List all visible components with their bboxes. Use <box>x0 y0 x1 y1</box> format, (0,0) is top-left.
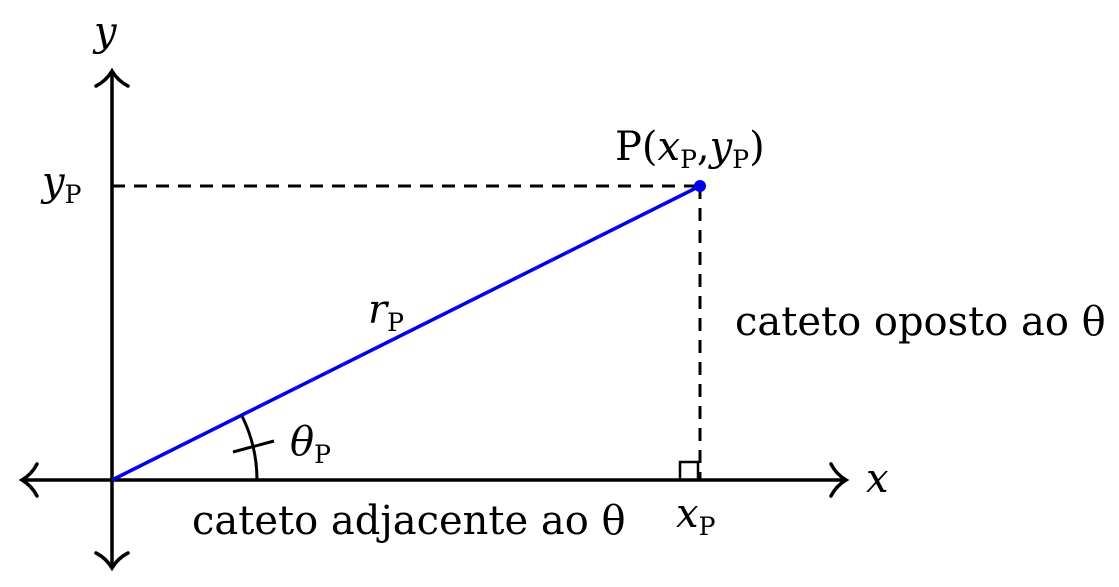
angle-label: θP <box>290 419 331 469</box>
x-axis-arrow-left <box>18 462 39 498</box>
x-axis-label: x <box>866 456 889 502</box>
point-p-marker <box>694 180 706 192</box>
angle-sub: P <box>314 440 331 469</box>
angle-tick-mark <box>232 439 275 454</box>
point-p-label: P(xP,yP) <box>615 124 765 174</box>
paren-open: ( <box>642 124 658 170</box>
hypotenuse-sub: P <box>387 308 404 337</box>
point-coord-y-sub: P <box>732 145 749 174</box>
x-tick-label: xP <box>676 491 715 541</box>
x-tick-sub: P <box>699 512 716 541</box>
x-axis-arrow-right <box>829 462 850 498</box>
hypotenuse-line <box>111 184 701 482</box>
x-tick-main: x <box>676 491 699 537</box>
y-tick-label: yP <box>40 159 81 209</box>
paren-close: ) <box>749 124 765 170</box>
opposite-leg-label: cateto oposto ao θ <box>735 299 1106 345</box>
point-coord-x-sub: P <box>680 145 697 174</box>
point-coord-x: x <box>658 124 681 170</box>
y-tick-main: y <box>40 159 66 205</box>
y-axis-arrow-bottom <box>94 551 130 572</box>
point-coord-y: y <box>708 124 734 170</box>
hypotenuse-label: rP <box>368 287 404 337</box>
angle-main: θ <box>290 419 314 465</box>
comma: , <box>697 124 710 170</box>
point-name: P <box>615 124 642 170</box>
right-angle-marker <box>678 460 700 482</box>
y-axis-arrow-top <box>94 67 130 88</box>
adjacent-leg-label: cateto adjacente ao θ <box>192 498 626 544</box>
y-axis-label: y <box>92 9 118 55</box>
y-tick-sub: P <box>65 180 82 209</box>
hypotenuse-main: r <box>368 287 390 333</box>
